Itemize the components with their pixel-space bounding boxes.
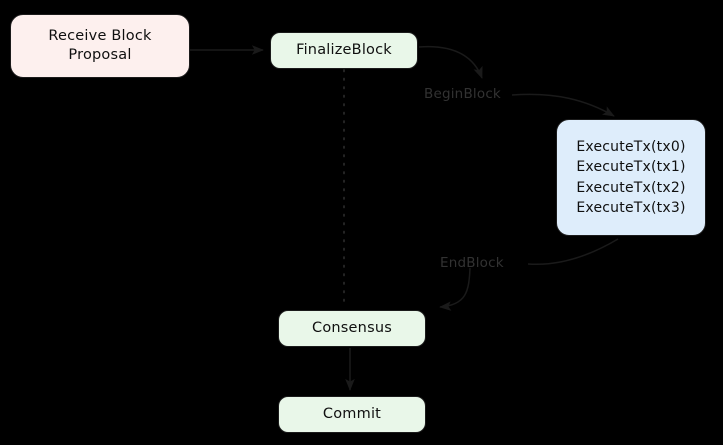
node-execute-line-tx1: ExecuteTx(tx1) bbox=[576, 159, 686, 176]
edge-endblock-to-consensus bbox=[439, 267, 471, 311]
node-finalize-label: FinalizeBlock bbox=[296, 42, 392, 59]
edge-finalize-to-beginblock bbox=[418, 45, 483, 79]
node-receive-line-2: Proposal bbox=[68, 47, 132, 63]
node-execute-line-tx0: ExecuteTx(tx0) bbox=[576, 138, 686, 155]
node-execute-tx[interactable]: ExecuteTx(tx0) ExecuteTx(tx1) ExecuteTx(… bbox=[556, 119, 706, 236]
node-execute-line-tx2: ExecuteTx(tx2) bbox=[576, 179, 686, 196]
node-receive-line-1: Receive Block bbox=[48, 28, 152, 45]
edge-beginblock-to-execute bbox=[511, 93, 615, 117]
edge-execute-to-endblock bbox=[527, 238, 619, 266]
node-consensus[interactable]: Consensus bbox=[278, 310, 426, 347]
edge-label-end-block: EndBlock bbox=[440, 255, 504, 271]
node-finalize-block[interactable]: FinalizeBlock bbox=[270, 32, 418, 69]
node-commit-label: Commit bbox=[322, 406, 382, 423]
node-consensus-label: Consensus bbox=[312, 320, 392, 337]
edge-label-begin-block: BeginBlock bbox=[424, 86, 501, 102]
node-execute-line-tx3: ExecuteTx(tx3) bbox=[576, 199, 686, 216]
node-receive-block-proposal[interactable]: Receive Block Proposal bbox=[10, 14, 190, 78]
node-commit[interactable]: Commit bbox=[278, 396, 426, 433]
